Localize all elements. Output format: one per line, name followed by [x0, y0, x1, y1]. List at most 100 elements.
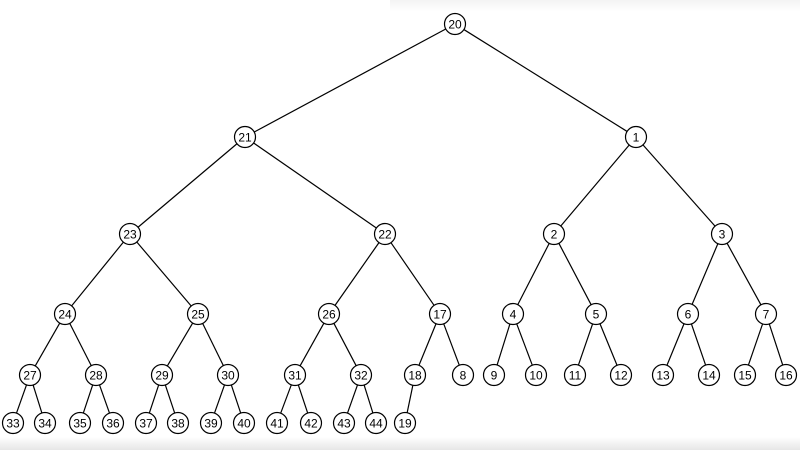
- tree-node-circle: [216, 363, 240, 387]
- tree-node-label: 15: [738, 369, 752, 383]
- tree-node-circle: [265, 411, 289, 435]
- tree-node-circle: [373, 222, 397, 246]
- tree-node-9: 9: [482, 363, 506, 387]
- tree-edge-26-32: [333, 323, 357, 366]
- tree-node-44: 44: [364, 411, 388, 435]
- tree-node-circle: [624, 125, 648, 149]
- bottom-edge-shade: [0, 437, 800, 450]
- tree-edge-20-21: [253, 28, 447, 133]
- tree-node-label: 44: [369, 417, 383, 431]
- tree-edge-5-12: [599, 323, 618, 366]
- tree-node-label: 31: [288, 369, 302, 383]
- tree-node-circle: [710, 222, 734, 246]
- tree-edge-18-19: [406, 385, 414, 413]
- tree-node-42: 42: [299, 411, 323, 435]
- tree-edge-29-37: [148, 384, 160, 414]
- tree-node-13: 13: [651, 363, 675, 387]
- tree-node-circle: [283, 363, 307, 387]
- tree-node-label: 21: [238, 131, 252, 145]
- tree-edge-4-9: [496, 323, 511, 366]
- tree-edge-25-30: [202, 323, 224, 366]
- tree-edge-28-36: [98, 384, 111, 414]
- tree-node-circle: [332, 411, 356, 435]
- tree-edge-3-7: [726, 242, 762, 306]
- tree-node-26: 26: [317, 302, 341, 326]
- tree-node-label: 16: [779, 369, 793, 383]
- tree-edges: [15, 28, 784, 414]
- tree-edge-2-4: [517, 243, 550, 305]
- tree-node-20: 20: [443, 12, 467, 36]
- tree-edge-23-25: [136, 241, 192, 307]
- tree-edge-29-38: [164, 384, 176, 414]
- tree-node-circle: [524, 363, 548, 387]
- tree-node-label: 32: [354, 369, 368, 383]
- tree-node-label: 38: [171, 417, 185, 431]
- tree-node-label: 22: [378, 228, 392, 242]
- tree-node-circle: [134, 411, 158, 435]
- tree-edge-26-31: [299, 322, 325, 367]
- tree-edge-30-40: [230, 384, 242, 414]
- tree-edge-21-22: [253, 142, 377, 229]
- tree-node-circle: [501, 302, 525, 326]
- tree-edge-17-8: [443, 323, 460, 366]
- tree-edge-17-18: [418, 323, 437, 366]
- tree-node-label: 1: [633, 131, 640, 145]
- tree-edge-27-34: [32, 384, 43, 414]
- tree-edge-21-23: [137, 143, 238, 228]
- tree-edge-32-44: [363, 384, 374, 414]
- tree-node-circle: [232, 411, 256, 435]
- tree-node-17: 17: [428, 302, 452, 326]
- tree-node-15: 15: [733, 363, 757, 387]
- tree-node-circle: [451, 363, 475, 387]
- tree-node-7: 7: [754, 302, 778, 326]
- top-edge-shade: [390, 0, 800, 12]
- tree-node-40: 40: [232, 411, 256, 435]
- tree-edge-20-1: [463, 29, 628, 132]
- tree-edge-27-33: [15, 384, 28, 414]
- tree-node-label: 29: [155, 369, 169, 383]
- tree-node-label: 17: [433, 308, 447, 322]
- tree-node-19: 19: [393, 411, 417, 435]
- tree-node-label: 3: [719, 228, 726, 242]
- tree-edge-30-39: [213, 384, 226, 414]
- tree-node-32: 32: [349, 363, 373, 387]
- tree-node-label: 10: [529, 369, 543, 383]
- tree-node-circle: [403, 363, 427, 387]
- tree-edge-24-28: [69, 323, 92, 366]
- tree-node-29: 29: [150, 363, 174, 387]
- tree-node-circle: [563, 363, 587, 387]
- tree-node-label: 36: [106, 417, 120, 431]
- tree-edge-24-27: [34, 322, 61, 367]
- tree-node-label: 5: [593, 308, 600, 322]
- tree-node-label: 18: [408, 369, 422, 383]
- tree-edge-7-16: [768, 323, 784, 366]
- tree-node-14: 14: [697, 363, 721, 387]
- tree-node-label: 41: [270, 417, 284, 431]
- tree-node-2: 2: [542, 222, 566, 246]
- tree-node-label: 8: [460, 369, 467, 383]
- tree-node-label: 26: [322, 308, 336, 322]
- tree-edge-32-43: [346, 384, 359, 414]
- tree-node-circle: [68, 411, 92, 435]
- tree-edge-31-42: [297, 384, 309, 414]
- tree-node-circle: [317, 302, 341, 326]
- tree-node-3: 3: [710, 222, 734, 246]
- tree-edge-1-3: [642, 144, 716, 227]
- tree-node-circle: [393, 411, 417, 435]
- tree-node-label: 43: [337, 417, 351, 431]
- tree-node-circle: [53, 302, 77, 326]
- tree-node-28: 28: [84, 363, 108, 387]
- tree-node-label: 28: [89, 369, 103, 383]
- tree-node-label: 13: [656, 369, 670, 383]
- tree-node-circle: [118, 222, 142, 246]
- tree-node-38: 38: [166, 411, 190, 435]
- tree-node-label: 37: [139, 417, 153, 431]
- tree-node-label: 6: [685, 308, 692, 322]
- tree-node-31: 31: [283, 363, 307, 387]
- tree-node-21: 21: [233, 125, 257, 149]
- tree-edge-22-26: [334, 242, 380, 306]
- tree-edge-25-29: [166, 322, 194, 367]
- tree-node-label: 34: [38, 417, 52, 431]
- tree-node-label: 40: [237, 417, 251, 431]
